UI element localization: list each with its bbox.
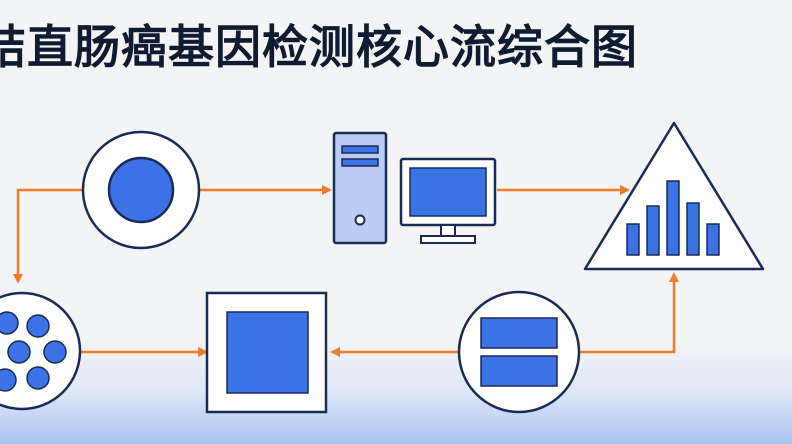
edges <box>13 185 679 357</box>
two-bar-circle-icon <box>457 290 581 414</box>
diagram-title: 结直肠癌基因检测核心流综合图 <box>0 20 638 74</box>
edge-sequencer-to-analysis <box>580 272 679 354</box>
filled-square-icon <box>205 291 328 414</box>
cell-cluster-icon <box>0 291 82 411</box>
circle-target-icon <box>81 130 201 250</box>
edge-sample-to-cells <box>13 188 82 284</box>
computer-workstation-icon <box>332 131 497 245</box>
triangle-bar-chart-icon <box>583 121 765 271</box>
